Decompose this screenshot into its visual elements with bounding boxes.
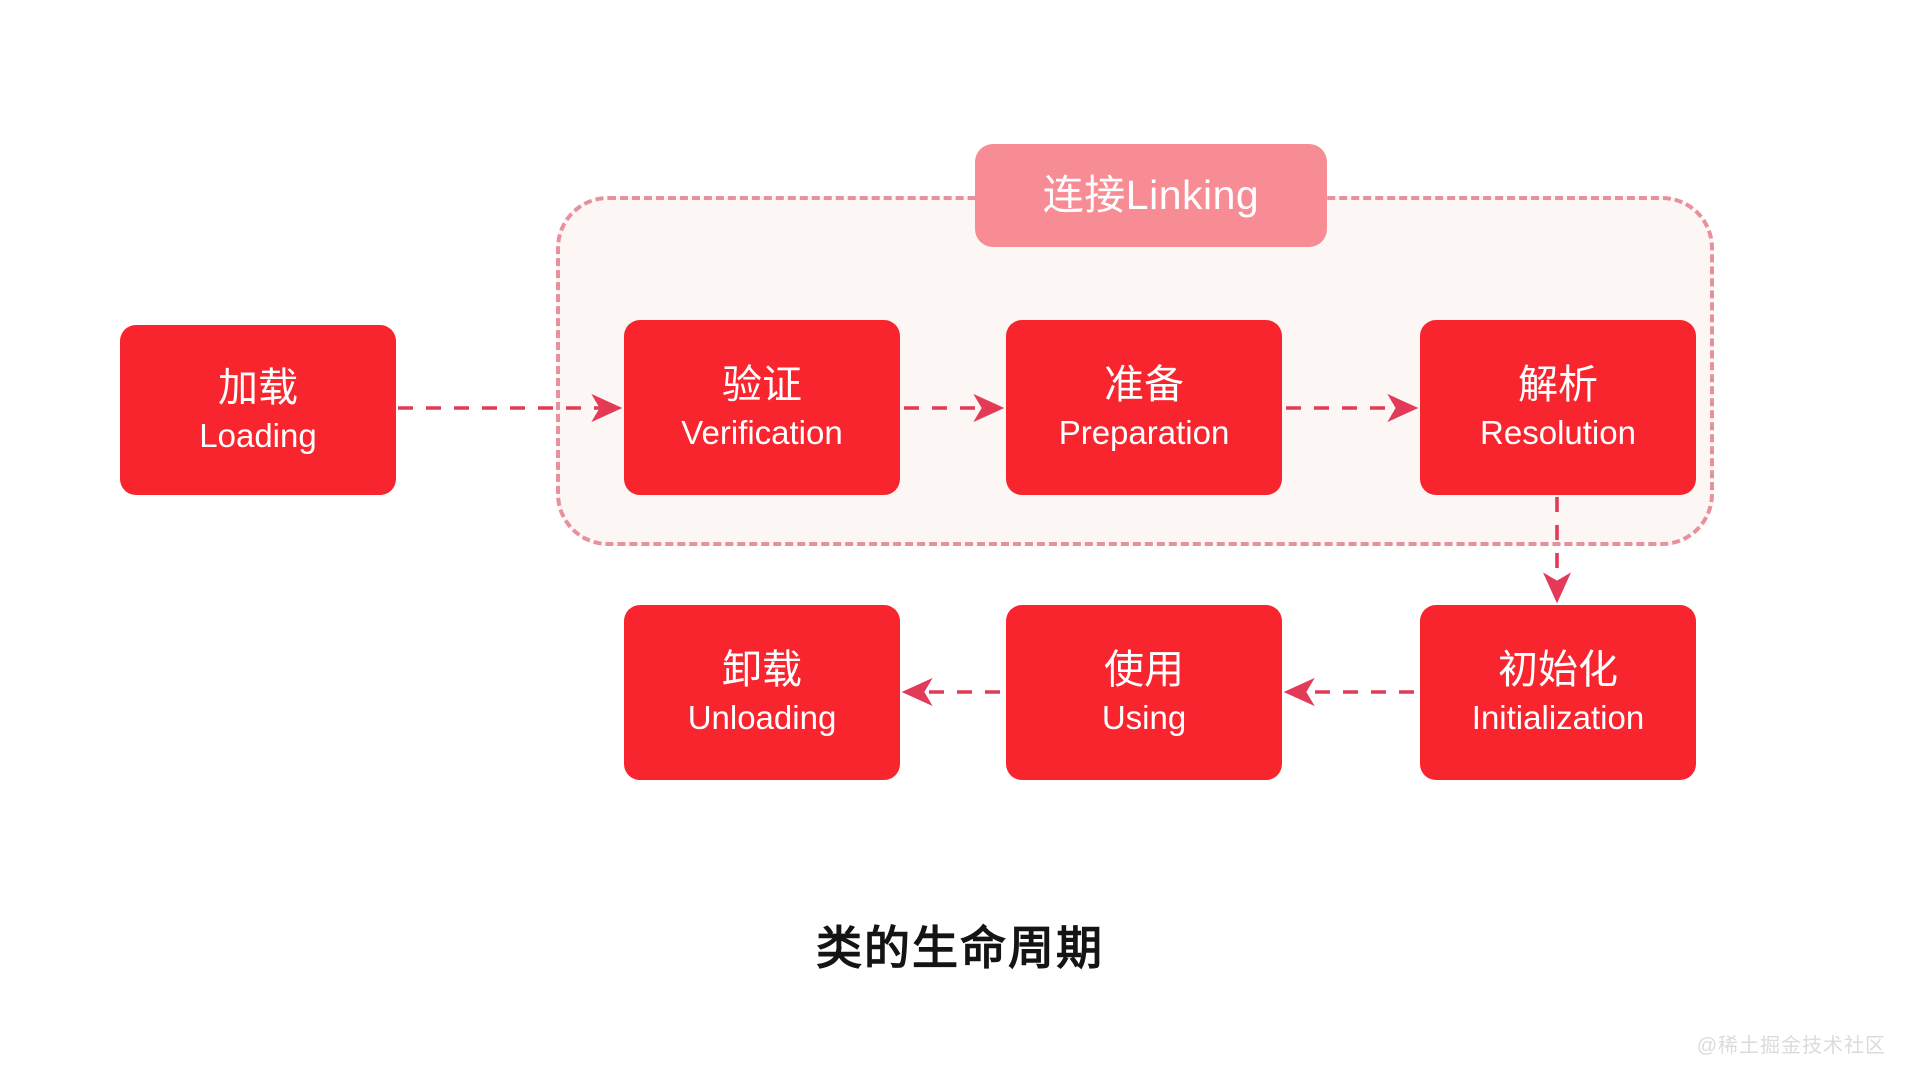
node-loading[interactable]: 加载 Loading xyxy=(120,325,396,495)
node-loading-label-en: Loading xyxy=(199,416,317,454)
node-resolution-label-en: Resolution xyxy=(1480,414,1636,452)
node-preparation-label-cn: 准备 xyxy=(1104,363,1184,408)
node-preparation-label-en: Preparation xyxy=(1058,414,1230,452)
node-unloading-label-en: Unloading xyxy=(687,699,837,737)
node-using-label-en: Using xyxy=(1101,699,1187,737)
diagram-caption: 类的生命周期 xyxy=(816,922,1104,974)
node-unloading[interactable]: 卸载 Unloading xyxy=(624,605,900,780)
node-loading-label-cn: 加载 xyxy=(218,365,298,410)
node-initialization[interactable]: 初始化 Initialization xyxy=(1420,605,1696,780)
node-using[interactable]: 使用 Using xyxy=(1006,605,1282,780)
watermark: @稀土掘金技术社区 xyxy=(1696,1035,1886,1057)
node-resolution-label-cn: 解析 xyxy=(1518,363,1598,408)
linking-group-label-text: 连接Linking xyxy=(1042,172,1260,218)
node-unloading-label-cn: 卸载 xyxy=(722,648,802,693)
linking-group-label: 连接Linking xyxy=(975,144,1327,247)
node-verification-label-en: Verification xyxy=(681,414,843,452)
node-resolution[interactable]: 解析 Resolution xyxy=(1420,320,1696,495)
node-verification[interactable]: 验证 Verification xyxy=(624,320,900,495)
node-verification-label-cn: 验证 xyxy=(722,363,802,408)
node-initialization-label-en: Initialization xyxy=(1471,699,1645,737)
node-initialization-label-cn: 初始化 xyxy=(1498,648,1618,693)
node-preparation[interactable]: 准备 Preparation xyxy=(1006,320,1282,495)
node-using-label-cn: 使用 xyxy=(1104,648,1184,693)
